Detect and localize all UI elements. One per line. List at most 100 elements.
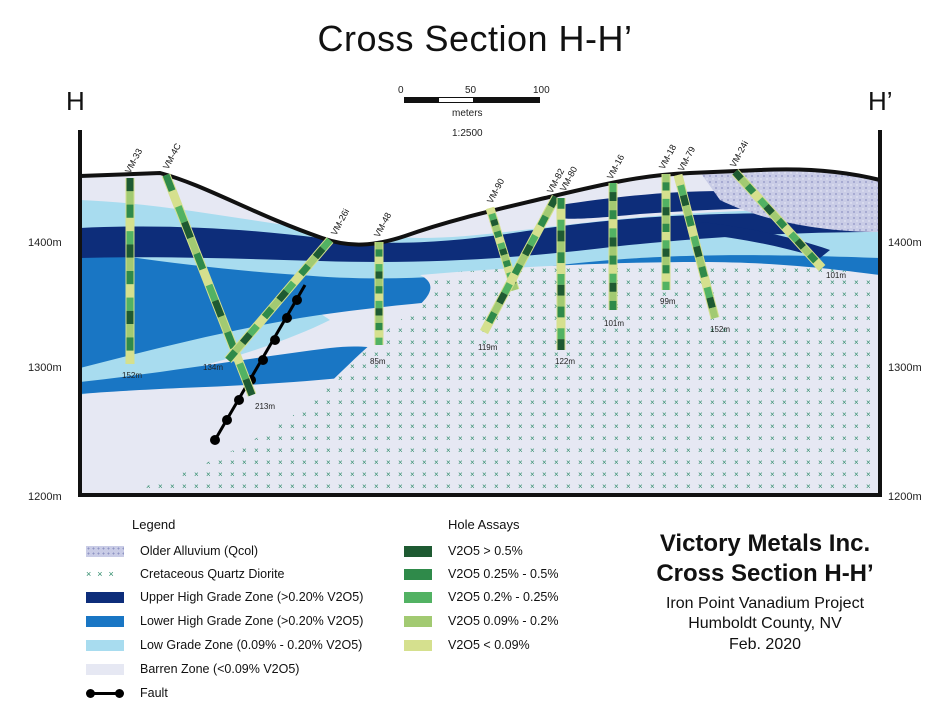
company-section: Cross Section H-H’ (656, 560, 874, 587)
assay-interval (682, 204, 692, 217)
drill-hole-name: VM-48 (372, 211, 393, 239)
assay-interval (320, 237, 333, 251)
drill-hole-depth: 101m (826, 271, 846, 280)
assay-item: V2O5 0.25% - 0.5% (404, 565, 558, 583)
elevation-1200-left: 1200m (28, 491, 62, 503)
legend-item-low-grade: Low Grade Zone (0.09% - 0.20% V2O5) (86, 636, 362, 654)
assay-swatch (404, 639, 432, 651)
legend-title: Legend (132, 517, 176, 532)
drill-hole-name: VM-33 (123, 147, 144, 175)
legend-label: Low Grade Zone (0.09% - 0.20% V2O5) (140, 638, 363, 652)
assay-interval (532, 224, 544, 238)
assay-interval (490, 218, 499, 227)
scale-tick-100: 100 (533, 85, 550, 96)
assay-interval (486, 206, 496, 215)
drill-hole-depth: 122m (555, 357, 575, 366)
legend-item-alluvium: Older Alluvium (Qcol) (86, 542, 258, 560)
assay-interval (290, 272, 304, 286)
assay-interval (242, 378, 256, 397)
assay-interval (480, 320, 493, 334)
assay-interval (542, 204, 554, 218)
scale-bar (404, 97, 540, 103)
legend-label: Fault (140, 686, 168, 700)
assay-interval (806, 251, 819, 264)
assay-interval (211, 299, 225, 318)
section-frame (78, 130, 882, 497)
assay-interval (782, 224, 794, 237)
assay-interval (690, 235, 700, 248)
assay-interval (763, 203, 775, 216)
report-date: Feb. 2020 (728, 636, 802, 653)
assay-interval (305, 254, 319, 268)
assay-interval (708, 306, 719, 319)
scale-unit: meters (452, 108, 483, 119)
elevation-1300-right: 1300m (888, 362, 922, 374)
assay-interval (491, 301, 503, 315)
assay-interval (775, 217, 788, 230)
assay-label: V2O5 0.2% - 0.25% (448, 590, 559, 604)
assay-interval (495, 236, 505, 245)
elevation-1300-left: 1300m (28, 362, 62, 374)
assay-swatch (404, 568, 432, 580)
fault-line (210, 284, 307, 445)
legend-label: Upper High Grade Zone (>0.20% V2O5) (140, 590, 364, 604)
drill-hole: VM-82 (480, 167, 566, 335)
drill-hole-name: VM-18 (657, 143, 678, 171)
section-start-label: H (66, 86, 85, 116)
assay-interval (205, 283, 219, 302)
assay-item: V2O5 > 0.5% (404, 542, 523, 560)
assay-interval (516, 253, 529, 267)
assay-interval (497, 242, 506, 251)
assay-interval (800, 245, 813, 257)
assay-interval (218, 315, 231, 334)
assay-swatch (404, 591, 432, 603)
assay-interval (511, 262, 524, 276)
assay-interval (501, 282, 513, 296)
page-title: Cross Section H-H’ (317, 18, 633, 59)
assay-interval (496, 291, 508, 305)
section-end-label: H’ (868, 86, 893, 116)
assay-interval (687, 225, 698, 238)
assay-item: V2O5 0.09% - 0.2% (404, 612, 558, 630)
lower-high-grade-zone (80, 250, 880, 368)
drill-hole-depth: 101m (604, 319, 624, 328)
low-grade-swatch (86, 639, 124, 651)
assay-interval (232, 340, 246, 354)
assay-interval (527, 233, 539, 247)
assay-interval (744, 183, 757, 195)
legend-item-fault: Fault (86, 684, 168, 702)
assay-interval (500, 253, 510, 262)
drill-hole-depth: 134m (203, 363, 223, 372)
assay-interval (522, 243, 534, 257)
legend-item-diorite: ××× Cretaceous Quartz Diorite (86, 565, 285, 583)
assay-swatch (404, 615, 432, 627)
assay-interval (547, 195, 560, 209)
elevation-1400-right: 1400m (888, 237, 922, 249)
assay-swatch (404, 545, 432, 557)
scale-ratio: 1:2500 (452, 128, 483, 139)
assay-interval (537, 214, 549, 228)
legend-label: Lower High Grade Zone (>0.20% V2O5) (140, 614, 364, 628)
elevation-1200-right: 1200m (888, 491, 922, 503)
assay-interval (732, 169, 744, 182)
assay-interval (751, 190, 763, 202)
assay-interval (695, 255, 706, 268)
assay-interval (769, 210, 782, 223)
assay-interval (493, 230, 503, 239)
assay-interval (269, 297, 282, 311)
drill-hole-depth: 99m (660, 297, 676, 306)
legend-label: Older Alluvium (Qcol) (140, 544, 259, 558)
barren-swatch (86, 663, 124, 675)
assay-interval (492, 224, 501, 233)
assay-interval (701, 276, 711, 289)
lower-high-grade-swatch (86, 615, 124, 627)
drill-hole-depth: 85m (370, 357, 386, 366)
drill-hole-name: VM-4C (161, 141, 183, 171)
alluvium-swatch (86, 545, 124, 557)
geology-layers (80, 169, 880, 496)
drill-hole-depth: 152m (710, 325, 730, 334)
drill-hole-depth: 119m (478, 343, 498, 352)
